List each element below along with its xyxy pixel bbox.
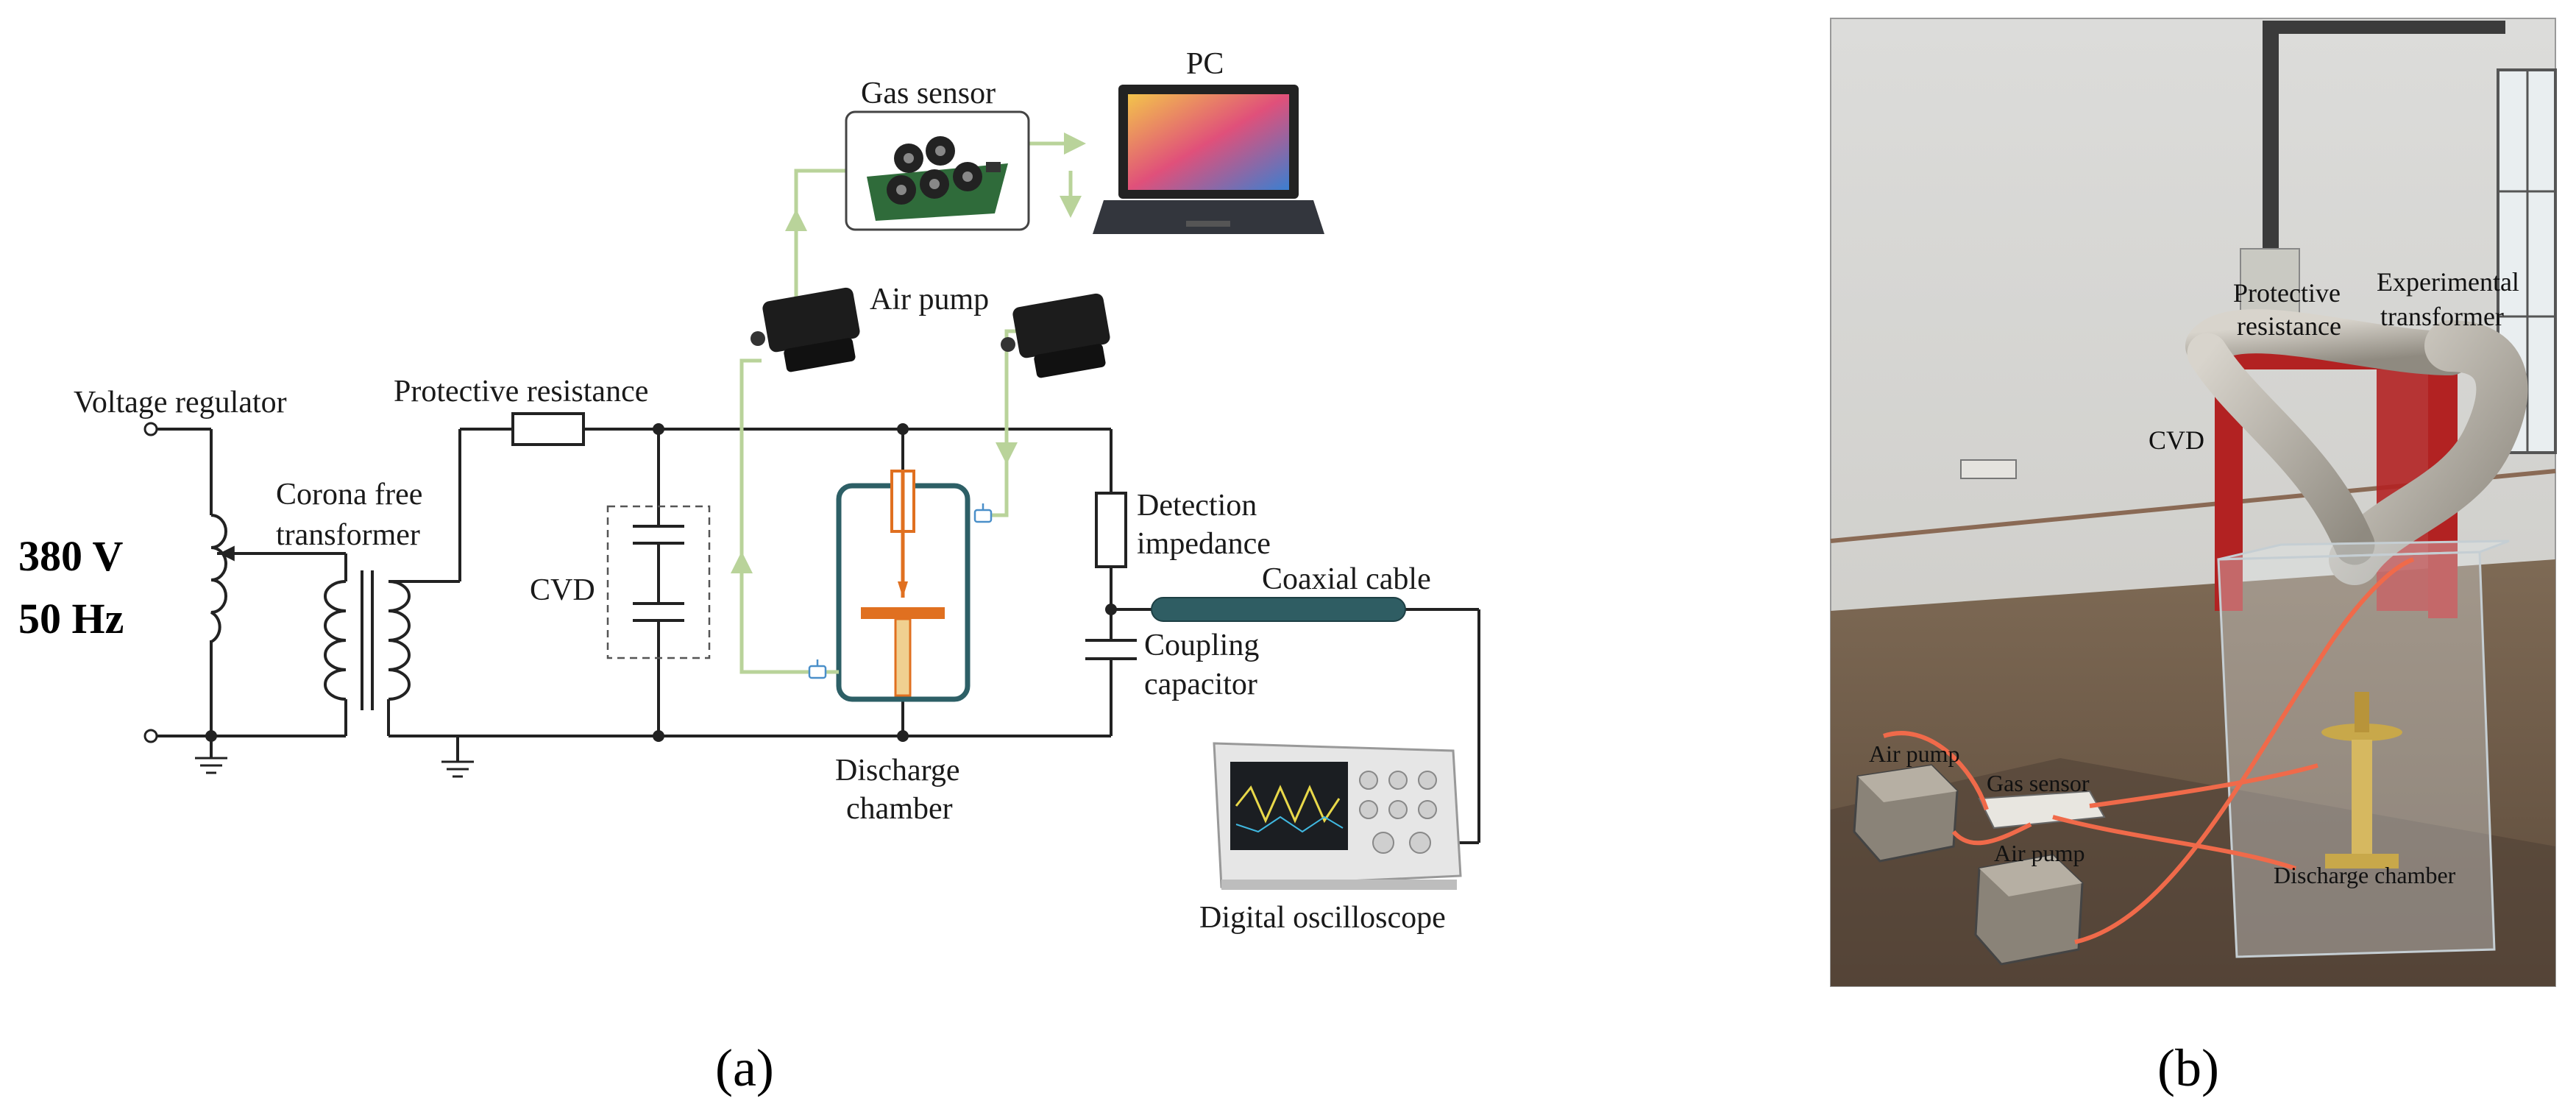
- source-voltage-label: 380 V: [18, 532, 123, 580]
- air-pump-right: [1001, 293, 1110, 378]
- discharge-chamber: [836, 470, 971, 702]
- terminal-top: [143, 422, 158, 436]
- ground-symbol-left: [195, 757, 227, 774]
- panel-a-schematic: Voltage regulator Protective resistance …: [18, 47, 1480, 1097]
- voltage-regulator-label: Voltage regulator: [74, 386, 287, 420]
- coaxial-cable: [1151, 597, 1406, 622]
- discharge-chamber-label-line2: chamber: [846, 792, 953, 826]
- cvd-label: CVD: [530, 573, 595, 607]
- panel-b-sublabel: (b): [2157, 1039, 2219, 1097]
- detection-impedance-label-line1: Detection: [1137, 489, 1257, 523]
- gas-sensor-device: [845, 110, 1030, 231]
- corona-free-transformer-label-line1: Corona free: [276, 478, 422, 512]
- photo-protective-resistance-label-line2: resistance: [2237, 311, 2341, 341]
- air-pump-box-1: [1853, 764, 1959, 863]
- coupling-capacitor-label-line2: capacitor: [1144, 668, 1257, 701]
- coupling-capacitor: [1085, 639, 1137, 660]
- source-frequency-label: 50 Hz: [18, 595, 124, 643]
- air-pump-label: Air pump: [870, 283, 989, 316]
- photo-gas-sensor-label: Gas sensor: [1987, 770, 2090, 796]
- cvd-dashed-box: [606, 505, 711, 659]
- pc-label: PC: [1186, 47, 1224, 81]
- transformer-symbol: [324, 570, 411, 710]
- detection-impedance: [1095, 492, 1127, 568]
- terminal-bottom: [143, 729, 158, 743]
- voltage-regulator-coil: [210, 514, 227, 643]
- panel-b-photo: Protective resistance Experimental trans…: [1830, 18, 2557, 1097]
- detection-impedance-label-line2: impedance: [1137, 527, 1271, 561]
- photo-cvd-label: CVD: [2149, 425, 2204, 455]
- protective-resistance-label: Protective resistance: [394, 375, 648, 408]
- protective-resistor: [511, 412, 585, 446]
- gas-flow-arrows: [731, 132, 1086, 589]
- photo-experimental-transformer-label-line1: Experimental: [2377, 267, 2519, 297]
- junction-dots: [205, 423, 1117, 742]
- photo-discharge-chamber-label: Discharge chamber: [2274, 862, 2456, 888]
- orange-tubes: [1883, 557, 2415, 944]
- ground-symbol-right: [441, 760, 474, 778]
- digital-oscilloscope-label: Digital oscilloscope: [1199, 901, 1446, 935]
- gas-sensor-label: Gas sensor: [861, 77, 996, 110]
- photo-air-pump-label-2: Air pump: [1994, 840, 2085, 866]
- panel-a-sublabel: (a): [715, 1039, 774, 1097]
- photo-experimental-transformer-label-line2: transformer: [2380, 302, 2504, 331]
- coupling-capacitor-label-line1: Coupling: [1144, 629, 1259, 662]
- pc-laptop: [1093, 85, 1324, 234]
- cvd-capacitors: [633, 525, 684, 622]
- corona-free-transformer-label-line2: transformer: [276, 518, 420, 552]
- digital-oscilloscope: [1213, 742, 1462, 890]
- air-pump-left: [751, 287, 860, 372]
- coaxial-cable-label: Coaxial cable: [1262, 562, 1431, 596]
- valve-icon: [808, 503, 993, 679]
- brass-electrode: [2321, 692, 2402, 868]
- photo-air-pump-label-1: Air pump: [1869, 740, 1960, 767]
- discharge-chamber-label-line1: Discharge: [835, 754, 960, 788]
- air-pump-box-2: [1974, 854, 2084, 966]
- gas-sensor-box: [1978, 790, 2106, 829]
- photo-protective-resistance-label-line1: Protective: [2233, 278, 2341, 308]
- metal-hoses: [2185, 309, 2528, 585]
